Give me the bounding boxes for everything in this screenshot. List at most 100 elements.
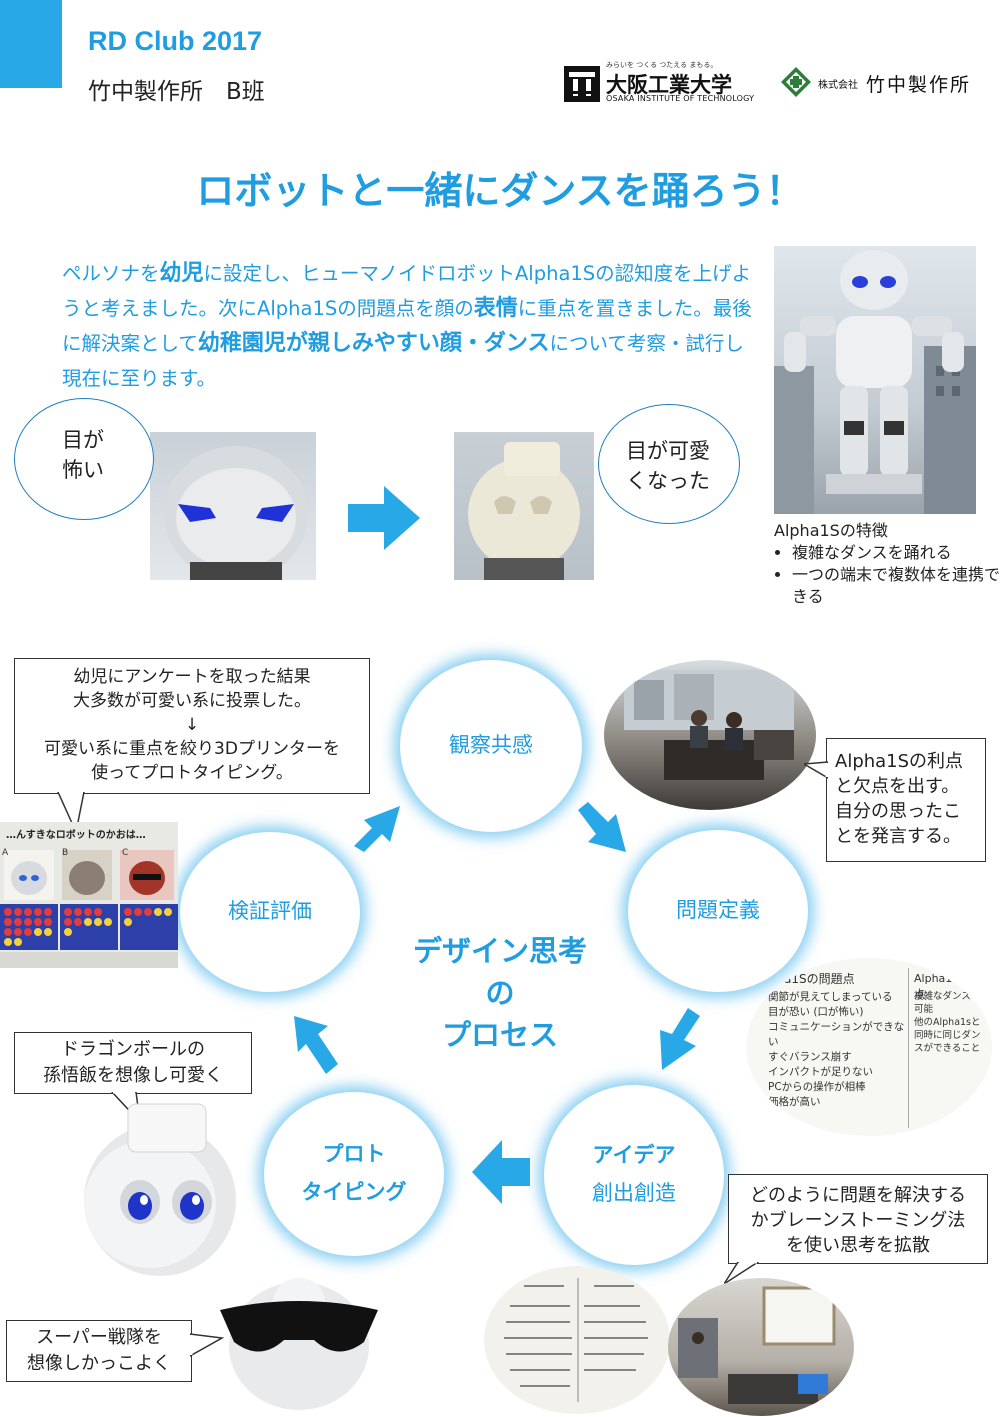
whiteboard-item: すぐバランス崩す [768, 1051, 852, 1063]
arrow-prototype-to-test-icon [294, 1016, 338, 1074]
cute-prototype-head-icon [84, 1103, 236, 1276]
sentai-line: 想像しかっこよく [27, 1353, 171, 1374]
callout-dragonball: ドラゴンボールの 孫悟飯を想像し可愛く [14, 1032, 252, 1094]
club-title: RD Club 2017 [88, 26, 263, 56]
center-line-1: デザイン思考 [412, 934, 587, 968]
center-line-3: プロセス [441, 1018, 558, 1052]
whiteboard-item: コミュニケーションができない [768, 1021, 905, 1048]
robot-illustration-icon [774, 250, 976, 514]
whiteboard-item: 目が恐い (口が怖い) [768, 1006, 864, 1018]
survey-line: 使ってプロトタイピング。 [91, 763, 293, 783]
whiteboard-item: インパクトが足りない [768, 1066, 873, 1078]
whiteboard-item: 価格が高い [768, 1096, 821, 1108]
merits-line: と欠点を出す。 [835, 776, 960, 797]
step-prototype-label: プロトタイピング [302, 1136, 407, 1212]
arrow-empathize-to-define-icon [578, 802, 626, 852]
brainstorm-line: どのように問題を解決する [750, 1185, 966, 1206]
step-prototype: プロトタイピング [264, 1092, 444, 1256]
before-bubble-text: 目が 怖い [14, 425, 152, 485]
brainstorm-line: かブレーンストーミング法 [750, 1210, 966, 1231]
survey-line: 幼児にアンケートを取った結果 [73, 667, 311, 687]
step-empathize-label: 観察共感 [449, 733, 533, 758]
whiteboard-photo: a1Sの問題点 関節が見えてしまっている 目が恐い (口が怖い) コミュニケーシ… [746, 958, 992, 1136]
dragonball-line: ドラゴンボールの [61, 1039, 205, 1060]
step-ideate-line-2: 創出創造 [592, 1181, 676, 1205]
features-title: Alpha1Sの特徴 [774, 521, 888, 540]
alpha1s-features: Alpha1Sの特徴 複雑なダンスを踊れる 一つの端末で複数体を連携できる [774, 520, 1000, 608]
oit-tagline: みらいを つくる つたえる まもる。 [606, 61, 718, 69]
step-prototype-line-1: プロト [322, 1142, 386, 1167]
callout-sentai-tail [190, 1333, 224, 1357]
after-speech-bubble [598, 404, 740, 524]
cool-prototype-head-icon [220, 1278, 378, 1410]
page-title: ロボットと一緒にダンスを踊ろう！ [196, 169, 804, 213]
takenaka-name: 竹中製作所 [866, 74, 972, 96]
room-with-whiteboard-icon [678, 1286, 836, 1404]
step-test: 検証評価 [180, 832, 360, 992]
survey-board-heading: …んすきなロボットのかおは… [6, 830, 146, 841]
whiteboard-item: 関節が見えてしまっている [768, 991, 893, 1003]
whiteboard-item: 他のAlpha1sと同時に同じダンスができること [914, 1017, 981, 1054]
oit-logo: みらいを つくる つたえる まもる。 大阪工業大学 OSAKA INSTITUT… [564, 60, 754, 106]
callout-sentai: スーパー戦隊を 想像しかっこよく [6, 1320, 192, 1382]
takenaka-logo: 株式会社 竹中製作所 [780, 66, 980, 100]
arrow-ideate-to-prototype-icon [472, 1140, 530, 1204]
intro-text-3: に重点を置きました。最後に解決案として [62, 297, 752, 355]
step-ideate-label: アイデア創出創造 [592, 1137, 676, 1213]
step-empathize: 観察共感 [400, 660, 582, 832]
header-accent-bar [0, 0, 62, 88]
after-face-photo [454, 432, 594, 580]
brainstorm-notes-photo [484, 1266, 670, 1414]
before-speech-bubble [14, 398, 154, 520]
intro-bold-1: 幼児 [159, 261, 204, 286]
step-ideate-line-1: アイデア [592, 1143, 676, 1168]
survey-board-photo: …んすきなロボットのかおは… A B C [0, 822, 178, 968]
step-ideate: アイデア創出創造 [544, 1085, 724, 1265]
intro-paragraph: ペルソナを幼児に設定し、ヒューマノイドロボットAlpha1Sの認知度を上げようと… [62, 256, 752, 396]
callout-brainstorm: どのように問題を解決する かブレーンストーミング法 を使い思考を拡散 [728, 1174, 988, 1264]
whiteboard-col1: 関節が見えてしまっている 目が恐い (口が怖い) コミュニケーションができない … [768, 990, 908, 1110]
oit-english-name: OSAKA INSTITUTE OF TECHNOLOGY [606, 94, 755, 103]
scary-robot-face-icon [164, 446, 308, 580]
merits-line: とを発言する。 [835, 826, 961, 847]
sentai-line: スーパー戦隊を [36, 1327, 162, 1348]
cute-robot-face-icon [468, 442, 580, 580]
merits-line: 自分の思ったこ [835, 801, 961, 822]
survey-board-icon [0, 850, 178, 968]
whiteboard-col2-title: Alpha1Sの利点 [914, 972, 982, 1001]
oit-mark-icon [564, 66, 600, 102]
callout-merits-tail [804, 761, 828, 779]
meeting-photo [604, 660, 816, 810]
whiteboard-item: 複雑なダンスを可能 [914, 991, 981, 1015]
after-line-2: くなった [626, 469, 710, 493]
callout-merits: Alpha1Sの利点 と欠点を出す。 自分の思ったこ とを発言する。 [826, 738, 986, 862]
callout-survey: 幼児にアンケートを取った結果 大多数が可愛い系に投票した。 ↓ 可愛い系に重点を… [14, 658, 370, 794]
intro-bold-3: 幼稚園児が親しみやすい顔・ダンス [197, 331, 550, 356]
feature-item: 一つの端末で複数体を連携できる [792, 564, 1000, 608]
brainstorm-line: を使い思考を拡散 [786, 1235, 930, 1256]
intro-text-4: について考察・試行し現在に至ります。 [62, 332, 744, 390]
whiteboard-col1-title: a1Sの問題点 [784, 972, 855, 986]
survey-line: ↓ [184, 715, 200, 735]
meeting-people-icon [624, 670, 794, 780]
handwritten-notes-icon [504, 1278, 648, 1402]
center-line-2: の [485, 976, 515, 1010]
robot-photo [774, 246, 976, 514]
dragonball-line: 孫悟飯を想像し可愛く [43, 1065, 223, 1086]
callout-brainstorm-tail [724, 1262, 760, 1285]
whiteboard-item: PCからの操作が相棒 [768, 1081, 866, 1093]
intro-bold-2: 表情 [473, 296, 518, 321]
step-define-label: 問題定義 [676, 898, 760, 923]
before-line-1: 目が [62, 428, 104, 452]
whiteboard-col2: 複雑なダンスを可能 他のAlpha1sと同時に同じダンスができること [914, 990, 982, 1055]
step-prototype-line-2: タイピング [301, 1180, 407, 1204]
takenaka-mark-icon [781, 67, 811, 97]
after-bubble-text: 目が可愛 くなった [598, 436, 738, 496]
arrow-test-to-empathize-icon [354, 806, 400, 852]
after-line-1: 目が可愛 [626, 439, 710, 463]
intro-text-1: ペルソナを [62, 262, 160, 285]
before-face-photo [150, 432, 316, 580]
survey-label-a: A [2, 848, 9, 858]
survey-line: 大多数が可愛い系に投票した。 [73, 691, 311, 711]
survey-label-c: C [122, 848, 129, 858]
